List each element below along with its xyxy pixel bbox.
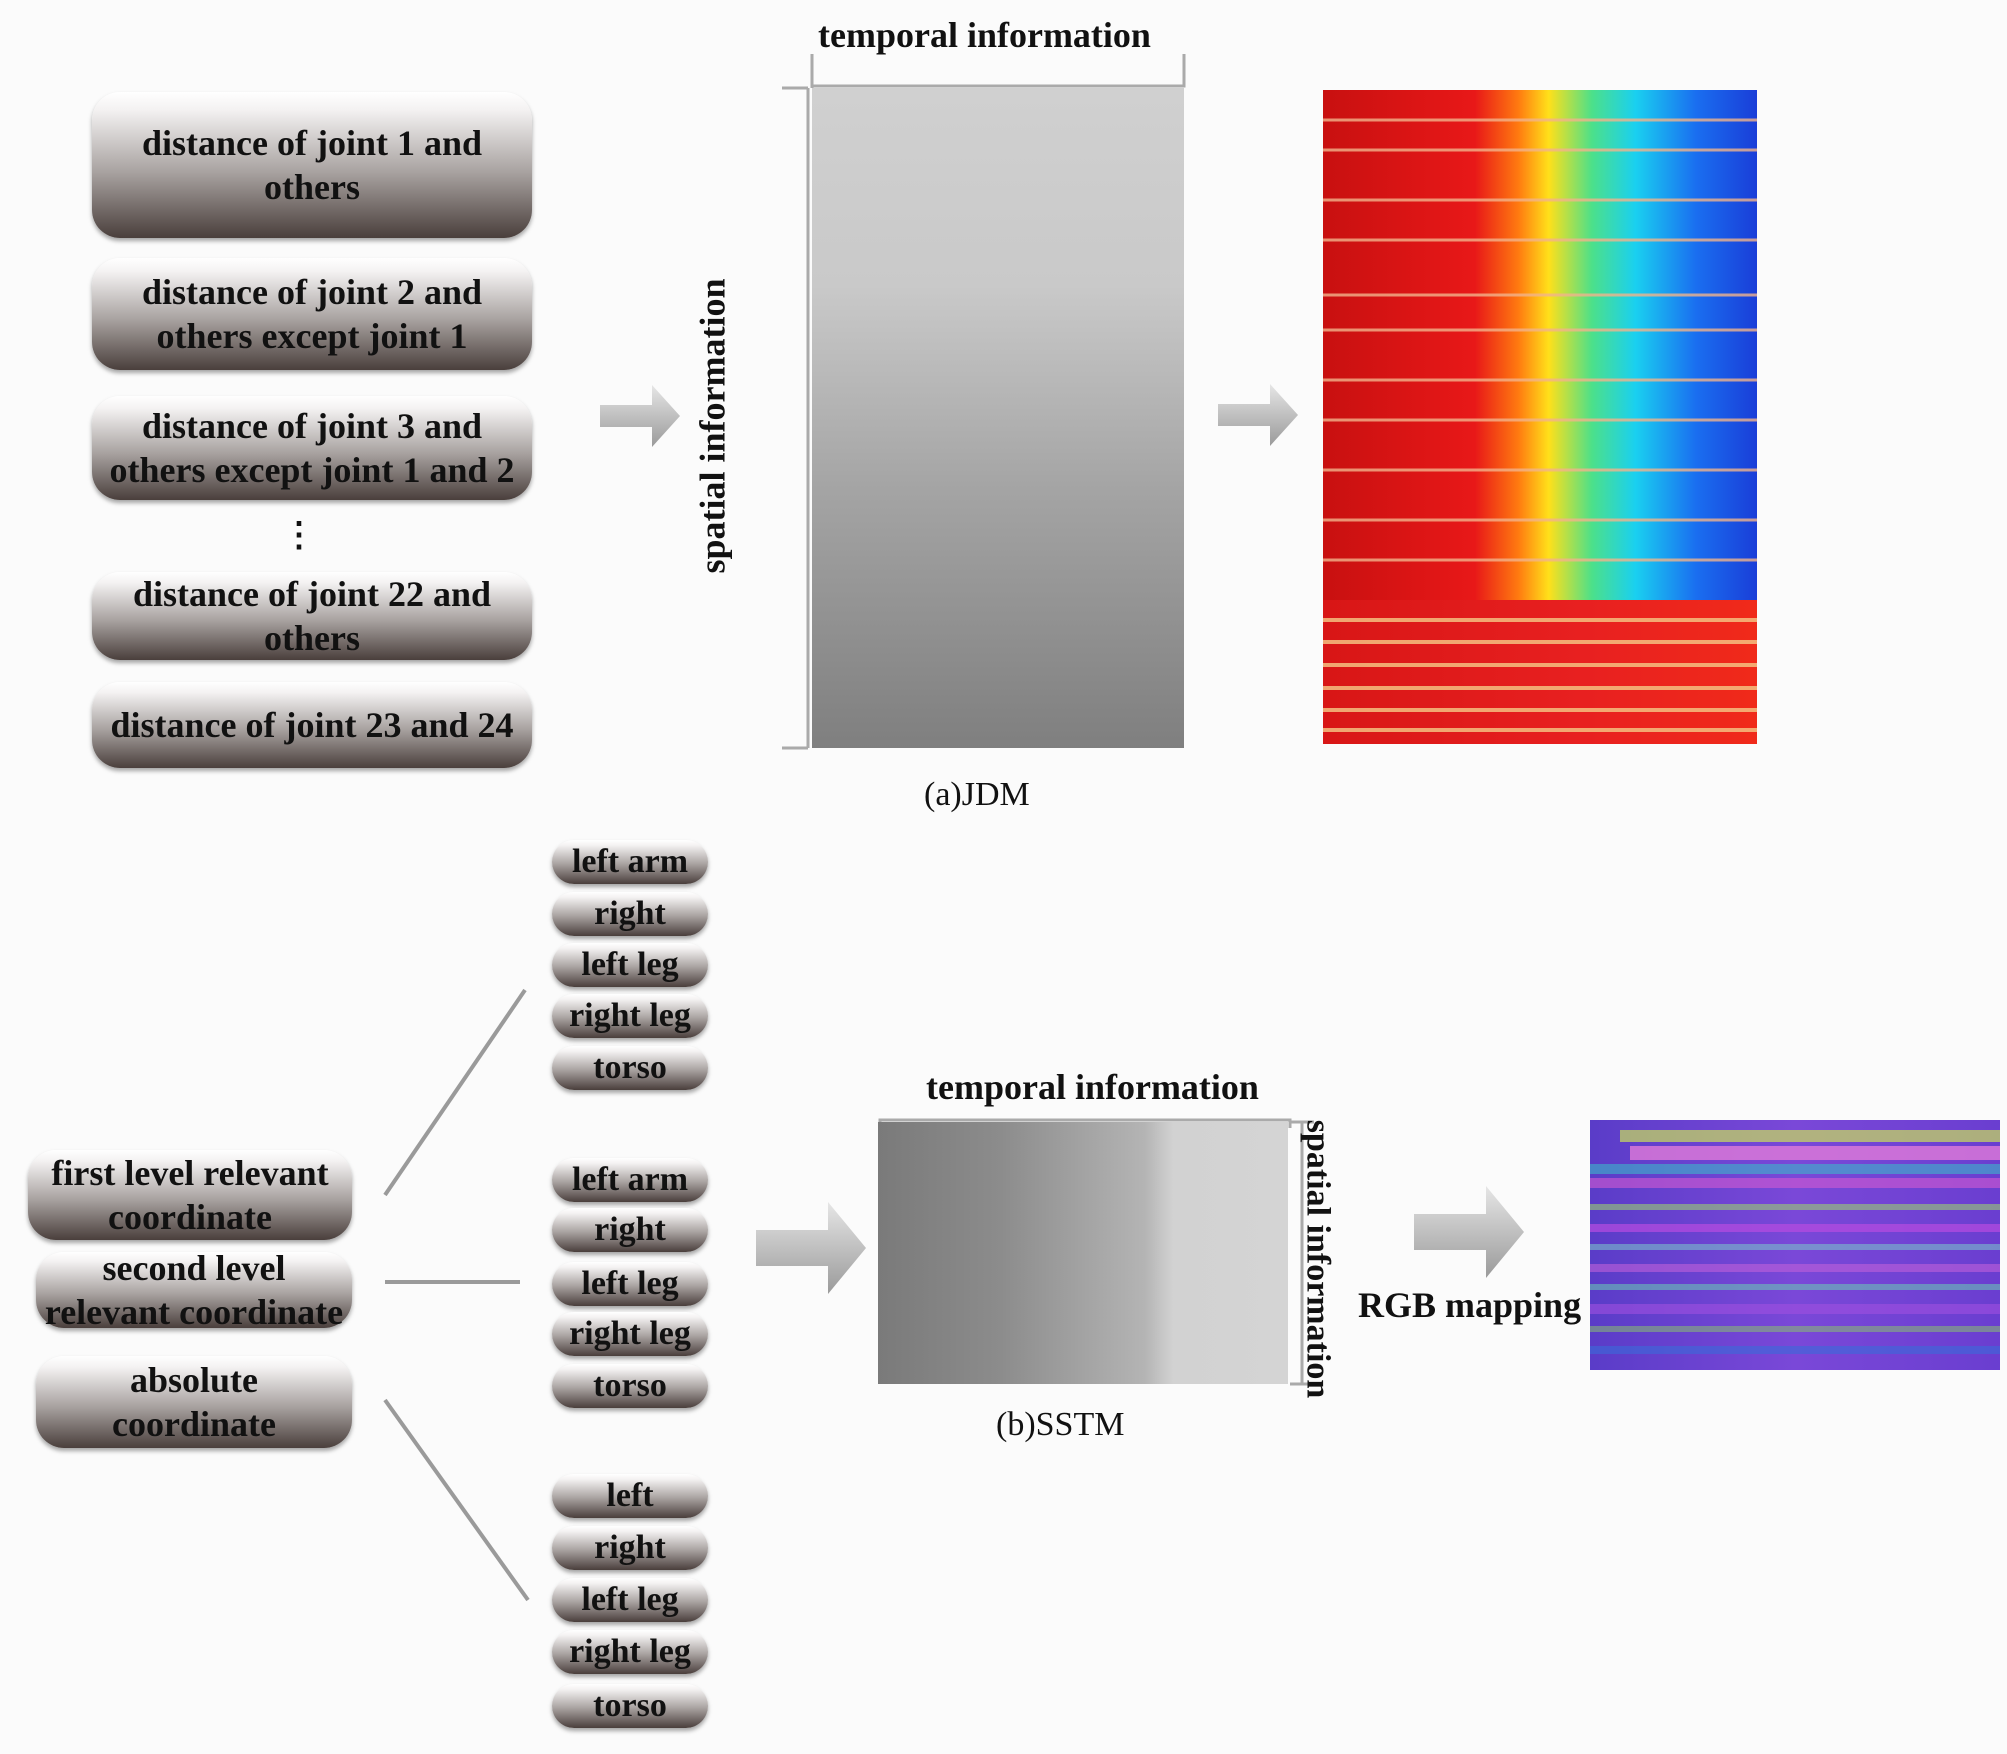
jdm-caption: (a)JDM: [924, 776, 1030, 813]
jdm-row-2-line2: others except joint 1: [156, 316, 468, 356]
g1-item-2: right: [552, 892, 708, 936]
sstm-temporal-label: temporal information: [926, 1067, 1259, 1107]
sstm-level-first-line1: first level relevant: [51, 1153, 329, 1193]
jdm-row-3-line1: distance of joint 3 and: [141, 406, 483, 446]
jdm-row-1-line1: distance of joint 1 and: [141, 123, 483, 163]
jdm-gray-map: [812, 88, 1184, 748]
sstm-level-absolute-line2: coordinate: [112, 1404, 276, 1444]
sstm-gray-map: [878, 1122, 1288, 1384]
g2-item-3: left leg: [552, 1262, 708, 1306]
sstm-level-first-line2: coordinate: [108, 1197, 272, 1237]
g1-item-1: left arm: [552, 840, 708, 884]
g1-item-4: right leg: [552, 994, 708, 1038]
g3-item-3: left leg: [552, 1578, 708, 1622]
sstm-spatial-label: spatial information: [1299, 1119, 1337, 1399]
sstm-level-second-line1: second level: [102, 1248, 286, 1288]
sstm-color-heatmap: [1590, 1120, 2000, 1370]
jdm-row-22-line2: others: [264, 618, 360, 658]
sstm-arrow-icon-1: [756, 1202, 866, 1294]
sstm-caption: (b)SSTM: [996, 1406, 1125, 1443]
g1-item-3: left leg: [552, 943, 708, 987]
jdm-row-23: distance of joint 23 and 24: [92, 682, 532, 768]
g3-item-4: right leg: [552, 1630, 708, 1674]
jdm-spatial-bracket: [782, 86, 810, 750]
jdm-temporal-bracket: [810, 54, 1186, 88]
jdm-row-1-line2: others: [264, 167, 360, 207]
jdm-row-23-line1: distance of joint 23 and 24: [110, 705, 514, 745]
sstm-spatial-bracket: [1290, 1120, 1314, 1386]
rgb-mapping-label: RGB mapping: [1358, 1285, 1582, 1325]
sstm-level-second-line2: relevant coordinate: [44, 1292, 344, 1332]
sstm-arrow-icon-2: [1414, 1186, 1524, 1278]
g2-item-1: left arm: [552, 1158, 708, 1202]
g3-item-1: left: [552, 1474, 708, 1518]
jdm-ellipsis: ⋮: [282, 517, 316, 554]
jdm-color-heatmap: [1323, 90, 1757, 744]
jdm-row-3-line2: others except joint 1 and 2: [109, 450, 515, 490]
jdm-row-2-line1: distance of joint 2 and: [141, 272, 483, 312]
jdm-arrow-icon-1: [600, 385, 680, 447]
jdm-spatial-label: spatial information: [692, 278, 733, 574]
jdm-row-22-line1: distance of joint 22 and: [132, 574, 492, 614]
g2-item-2: right: [552, 1208, 708, 1252]
g3-item-2: right: [552, 1526, 708, 1570]
g2-item-5: torso: [552, 1364, 708, 1408]
jdm-arrow-icon-2: [1218, 384, 1298, 446]
sstm-connectors: [383, 988, 530, 1602]
sstm-level-absolute-line1: absolute: [129, 1360, 259, 1400]
g3-item-5: torso: [552, 1684, 708, 1728]
g1-item-5: torso: [552, 1046, 708, 1090]
jdm-temporal-label: temporal information: [818, 15, 1151, 55]
g2-item-4: right leg: [552, 1312, 708, 1356]
